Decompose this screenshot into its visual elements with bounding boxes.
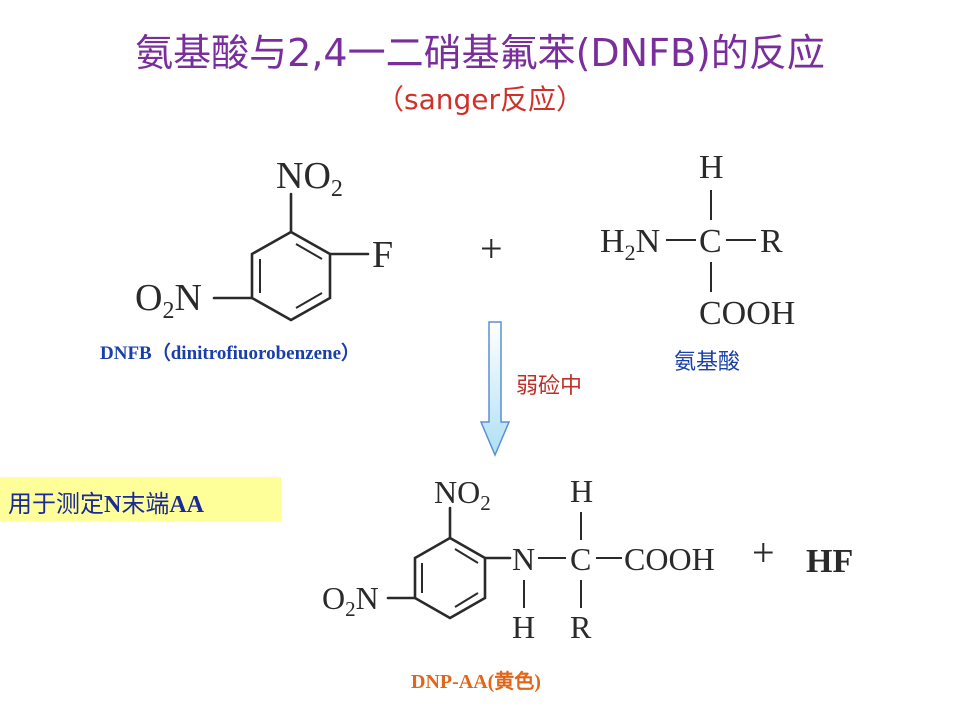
note-highlight [0, 477, 281, 521]
hf-byproduct: HF [806, 543, 853, 580]
aa-alpha-carbon: C [699, 223, 722, 260]
dnp-amine-n: N [512, 541, 535, 577]
dnfb-no2-top: NO2 [276, 155, 343, 202]
dnp-aa-structure: NO2 O2N N H H C R COOH [322, 473, 715, 645]
aa-r-group: R [760, 223, 783, 260]
amino-acid-structure: H H2N C R COOH [600, 149, 795, 332]
reaction-condition: 弱硷中 [516, 374, 583, 399]
reaction-arrow [479, 321, 511, 457]
page-subtitle: （sanger反应） [375, 83, 584, 116]
dnp-benzene-ring [413, 536, 487, 620]
dnp-double-bond [454, 592, 479, 608]
dnfb-double-bond [295, 292, 323, 309]
dnfb-fluorine: F [372, 234, 393, 276]
dnp-h-under-n: H [512, 609, 535, 645]
dnp-no2-top: NO2 [434, 474, 491, 515]
amino-acid-caption: 氨基酸 [674, 350, 741, 375]
dnfb-double-bond [295, 243, 323, 260]
aa-cooh: COOH [699, 295, 795, 332]
plus-sign: + [480, 226, 503, 271]
dnp-double-bond [454, 548, 479, 564]
plus-sign-2: + [752, 530, 775, 575]
aa-h2n: H2N [600, 223, 660, 265]
product-caption: DNP-AA(黄色) [411, 671, 541, 693]
page-title: 氨基酸与2,4一二硝基氟苯(DNFB)的反应 [135, 31, 825, 75]
usage-note: 用于测定N末端AA [8, 490, 205, 518]
dnfb-o2n-left: O2N [135, 277, 202, 324]
aa-h-top: H [699, 149, 724, 186]
dnfb-benzene-ring [250, 230, 332, 322]
dnp-cooh: COOH [624, 541, 715, 577]
dnp-r-group: R [570, 609, 592, 645]
dnp-h-top: H [570, 473, 593, 509]
dnp-alpha-carbon: C [570, 541, 591, 577]
dnfb-structure: NO2 F O2N [135, 155, 393, 324]
dnfb-caption: DNFB（dinitrofiuorobenzene） [100, 343, 361, 364]
dnp-o2n-left: O2N [322, 580, 379, 621]
